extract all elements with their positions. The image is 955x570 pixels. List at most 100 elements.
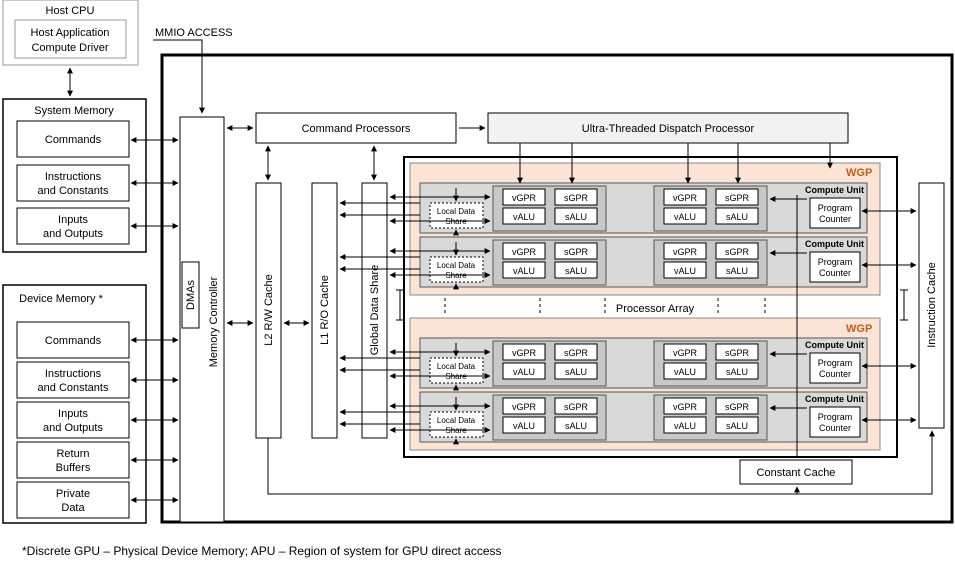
constant-cache-label: Constant Cache [757,467,836,479]
vgpr-box [502,188,546,206]
device-memory-box: Device Memory * Commands Instructions an… [2,284,147,524]
devmem-return-line1: Return [56,448,89,460]
program-counter-line1: Program [818,358,853,368]
sysmem-instructions-line1: Instructions [45,171,102,183]
host-app-line1: Host Application [31,27,110,39]
sgpr-box [715,242,759,260]
devmem-commands: Commands [45,335,102,347]
sgpr-label: sGPR [564,193,589,203]
vgpr-label: vGPR [673,193,698,203]
compute-unit-arrows [339,397,917,445]
vgpr-box [663,242,707,260]
vgpr-label: vGPR [512,348,537,358]
dispatch-arrows [517,143,833,184]
valu-label: vALU [513,266,535,276]
sysmem-instructions-line2: and Constants [38,185,109,197]
program-counter-box [809,406,861,438]
vgpr-box [663,188,707,206]
devmem-private-line1: Private [56,488,90,500]
salu-box [715,362,759,380]
mmio-access-label: MMIO ACCESS [155,27,233,39]
sgpr-box [554,242,598,260]
valu-box [663,416,707,434]
program-counter-line2: Counter [819,423,851,433]
sgpr-label: sGPR [725,193,750,203]
valu-label: vALU [674,266,696,276]
global-data-share-box [361,182,388,439]
vgpr-label: vGPR [673,348,698,358]
devmem-private-line2: Data [61,502,85,514]
command-processors-label: Command Processors [302,123,411,135]
system-memory-title: System Memory [34,105,114,117]
devmem-io-line2: and Outputs [43,422,103,434]
array-ties [396,289,908,321]
sgpr-box [715,397,759,415]
valu-label: vALU [674,367,696,377]
compute-unit-arrows [339,242,917,290]
cache-link-arrows [226,145,377,326]
salu-box [554,261,598,279]
system-memory-box: System Memory Commands Instructions and … [2,98,147,253]
lds-label-line1: Local Data [437,261,476,270]
sgpr-label: sGPR [564,402,589,412]
program-counter-line2: Counter [819,369,851,379]
sgpr-box [715,343,759,361]
vgpr-label: vGPR [673,247,698,257]
salu-label: sALU [726,212,748,222]
l1-cache-label: L1 R/O Cache [319,275,331,345]
valu-box [502,362,546,380]
salu-label: sALU [726,367,748,377]
dispatch-processor-box [487,112,849,144]
sysmem-io-line2: and Outputs [43,228,103,240]
salu-label: sALU [726,266,748,276]
sgpr-box [554,188,598,206]
dmas-label: DMAs [185,280,197,310]
valu-box [663,207,707,225]
valu-label: vALU [513,421,535,431]
salu-box [715,261,759,279]
devmem-instructions-line2: and Constants [38,382,109,394]
program-counter-line1: Program [818,412,853,422]
valu-box [663,261,707,279]
sgpr-box [554,397,598,415]
lds-label-line1: Local Data [437,362,476,371]
vgpr-label: vGPR [673,402,698,412]
salu-label: sALU [565,212,587,222]
sysmem-io-line1: Inputs [58,214,88,226]
program-counter-box [809,352,861,384]
cache-return-lines [267,195,935,495]
sgpr-label: sGPR [564,348,589,358]
salu-label: sALU [726,421,748,431]
valu-box [663,362,707,380]
salu-label: sALU [565,266,587,276]
salu-label: sALU [565,367,587,377]
mmio-arrow [153,39,205,114]
wgp-1-label: WGP [846,167,872,179]
dispatch-processor-label: Ultra-Threaded Dispatch Processor [582,123,755,135]
program-counter-line1: Program [818,257,853,267]
host-app-line2: Compute Driver [31,42,108,54]
devmem-io-line1: Inputs [58,408,88,420]
lds-label-line1: Local Data [437,416,476,425]
compute-unit-arrows [339,343,917,391]
lds-label-line1: Local Data [437,207,476,216]
valu-label: vALU [513,367,535,377]
salu-box [554,362,598,380]
vgpr-box [502,343,546,361]
valu-box [502,261,546,279]
sgpr-box [715,188,759,206]
global-data-share-label: Global Data Share [369,265,381,356]
valu-box [502,416,546,434]
program-counter-line1: Program [818,203,853,213]
compute-unit-title: Compute Unit [805,185,864,195]
salu-label: sALU [565,421,587,431]
vgpr-label: vGPR [512,193,537,203]
program-counter-box [809,197,861,229]
sgpr-label: sGPR [725,247,750,257]
program-counter-line2: Counter [819,214,851,224]
vgpr-box [663,397,707,415]
salu-box [554,416,598,434]
